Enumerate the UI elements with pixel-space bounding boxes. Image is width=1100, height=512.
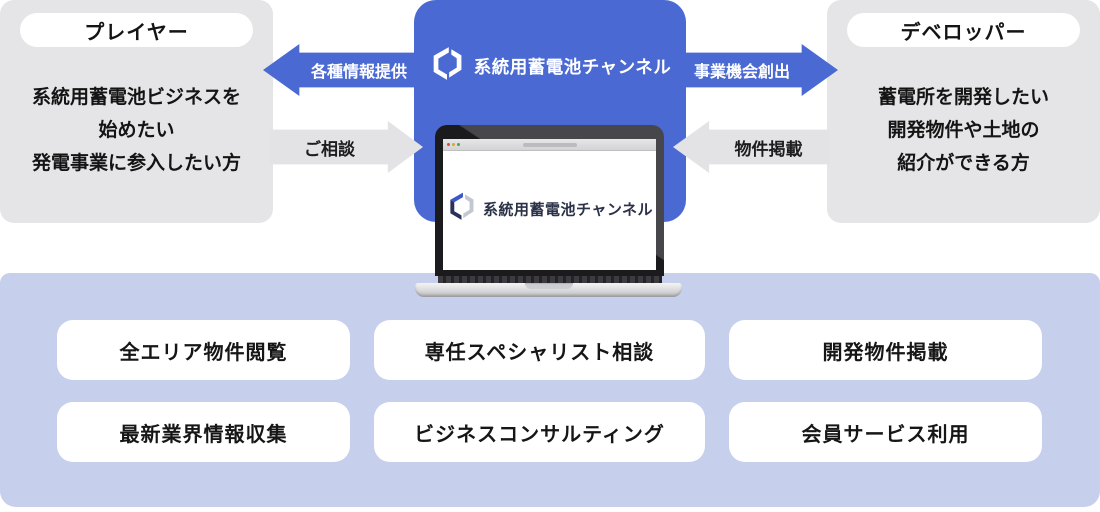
features-grid: 全エリア物件閲覧 専任スペシャリスト相談 開発物件掲載 最新業界情報収集 ビジネ… (0, 273, 1100, 462)
laptop-screen: 系統用蓄電池チャンネル (435, 125, 664, 276)
browser-chrome-bar (443, 139, 656, 151)
player-description-line: 系統用蓄電池ビジネスを (31, 87, 241, 108)
brand-logo-icon (429, 46, 465, 87)
listing-arrow: 物件掲載 (673, 121, 830, 173)
feature-pill: 会員サービス利用 (729, 402, 1042, 462)
laptop-base (415, 283, 682, 297)
screen-brand-lockup: 系統用蓄電池チャンネル (446, 191, 653, 226)
developer-badge: デベロッパー (847, 13, 1080, 47)
screen-brand-name: 系統用蓄電池チャンネル (482, 201, 654, 219)
opportunity-arrow-label: 事業機会創出 (693, 64, 790, 81)
feature-pill: 最新業界情報収集 (57, 402, 350, 462)
feature-pill: 専任スペシャリスト相談 (374, 320, 705, 380)
developer-description: 蓄電所を開発したい 開発物件や土地の 紹介ができる方 (827, 81, 1100, 180)
window-minimize-icon (452, 143, 455, 146)
player-description: 系統用蓄電池ビジネスを 始めたい 発電事業に参入したい方 (0, 81, 273, 180)
window-zoom-icon (457, 143, 460, 146)
features-section: 全エリア物件閲覧 専任スペシャリスト相談 開発物件掲載 最新業界情報収集 ビジネ… (0, 273, 1100, 507)
consultation-arrow: ご相談 (270, 121, 423, 173)
address-bar (522, 143, 577, 147)
player-description-line: 始めたい (98, 120, 175, 141)
info-provision-arrow-label: 各種情報提供 (310, 64, 407, 81)
developer-description-line: 紹介ができる方 (897, 153, 1030, 174)
consultation-arrow-label: ご相談 (304, 139, 355, 159)
listing-arrow-label: 物件掲載 (734, 139, 803, 159)
player-panel: プレイヤー 系統用蓄電池ビジネスを 始めたい 発電事業に参入したい方 (0, 0, 273, 223)
developer-description-line: 蓄電所を開発したい (877, 87, 1049, 108)
laptop-base-notch (524, 283, 573, 289)
info-provision-arrow: 各種情報提供 (263, 44, 421, 96)
feature-pill: 開発物件掲載 (729, 320, 1042, 380)
player-badge: プレイヤー (20, 13, 253, 47)
opportunity-arrow: 事業機会創出 (680, 44, 838, 96)
feature-pill: 全エリア物件閲覧 (57, 320, 350, 380)
laptop-screen-content: 系統用蓄電池チャンネル (443, 139, 656, 270)
brand-lockup: 系統用蓄電池チャンネル (414, 46, 686, 87)
brand-name: 系統用蓄電池チャンネル (473, 57, 672, 77)
window-close-icon (447, 143, 450, 146)
player-description-line: 発電事業に参入したい方 (31, 153, 241, 174)
laptop-keyboard (438, 276, 662, 283)
screen-brand-logo-icon (446, 191, 476, 226)
developer-description-line: 開発物件や土地の (887, 120, 1040, 141)
feature-pill: ビジネスコンサルティング (374, 402, 705, 462)
developer-panel: デベロッパー 蓄電所を開発したい 開発物件や土地の 紹介ができる方 (827, 0, 1100, 223)
